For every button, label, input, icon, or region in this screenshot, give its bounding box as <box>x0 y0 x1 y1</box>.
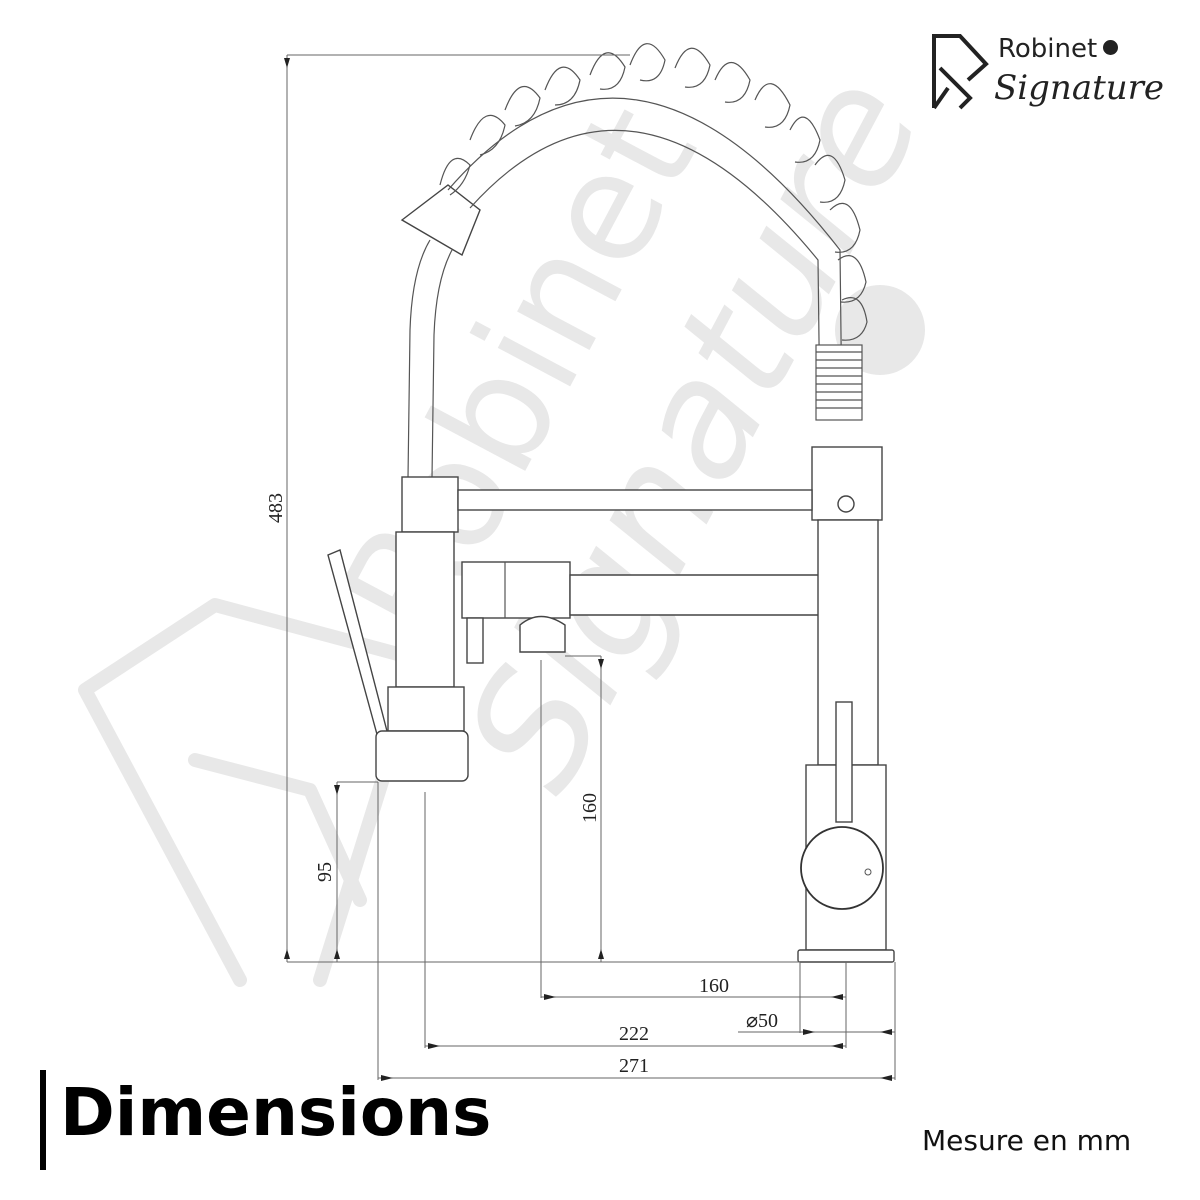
dim-spout-height: 160 <box>579 793 601 823</box>
title-accent-bar <box>40 1070 46 1170</box>
dimension-labels: 483 95 160 160 ⌀50 222 271 <box>265 493 778 1077</box>
dim-base-diameter: ⌀50 <box>746 1010 778 1032</box>
brand-logo: Robinet Signature <box>930 32 1170 117</box>
faucet-drawing <box>327 43 895 963</box>
dim-total-width: 271 <box>619 1055 649 1077</box>
brand-logo-icon <box>932 34 989 110</box>
dimension-lines <box>284 54 896 1081</box>
dim-spout-reach: 160 <box>699 975 729 997</box>
page-title: Dimensions <box>60 1074 492 1151</box>
unit-note: Mesure en mm <box>922 1124 1132 1157</box>
brand-dot-icon <box>1103 40 1119 55</box>
brand-name-line1: Robinet <box>998 34 1119 64</box>
dim-spray-head-height: 95 <box>314 862 336 882</box>
dim-spray-reach: 222 <box>619 1023 649 1045</box>
brand-name-line2: Signature <box>994 68 1165 108</box>
dim-total-height: 483 <box>265 493 287 523</box>
